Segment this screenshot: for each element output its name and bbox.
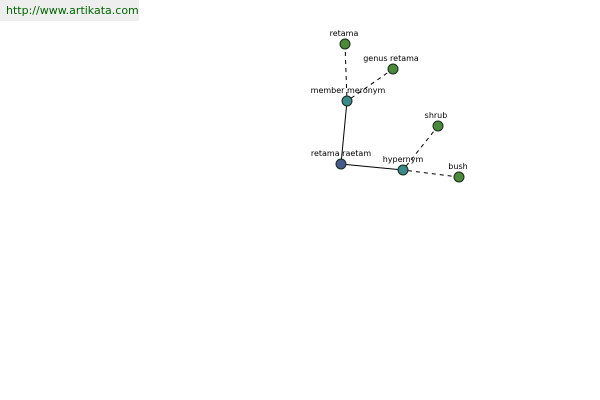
node-member-meronym[interactable]: member meronym [311, 86, 386, 107]
node-label-retama-raetam: retama raetam [311, 149, 371, 158]
node-circle-retama[interactable] [339, 38, 351, 50]
node-circle-member-meronym[interactable] [341, 95, 353, 107]
node-circle-retama-raetam[interactable] [335, 158, 347, 170]
edge-hypernym-to-bush [407, 170, 455, 177]
node-retama[interactable]: retama [330, 29, 359, 50]
node-circle-genus-retama[interactable] [387, 63, 399, 75]
edge-retama-raetam-to-hypernym [345, 163, 399, 171]
node-circle-bush[interactable] [453, 171, 465, 183]
edges-layer [340, 48, 455, 177]
edge-retama-raetam-to-member-meronym [340, 105, 348, 160]
watermark-url: http://www.artikata.com [0, 0, 139, 21]
node-label-bush: bush [448, 162, 467, 171]
node-genus-retama[interactable]: genus retama [363, 54, 419, 75]
node-label-member-meronym: member meronym [311, 86, 386, 95]
node-circle-shrub[interactable] [432, 120, 444, 132]
node-retama-raetam[interactable]: retama raetam [311, 149, 371, 170]
node-label-shrub: shrub [425, 111, 448, 120]
node-shrub[interactable]: shrub [425, 111, 448, 132]
node-label-retama: retama [330, 29, 359, 38]
node-bush[interactable]: bush [448, 162, 468, 183]
nodes-layer: retama raetam member meronym hypernym retam… [311, 29, 468, 183]
node-circle-hypernym[interactable] [397, 164, 409, 176]
node-hypernym[interactable]: hypernym [383, 155, 424, 176]
node-label-genus-retama: genus retama [363, 54, 419, 63]
node-label-hypernym: hypernym [383, 155, 424, 164]
